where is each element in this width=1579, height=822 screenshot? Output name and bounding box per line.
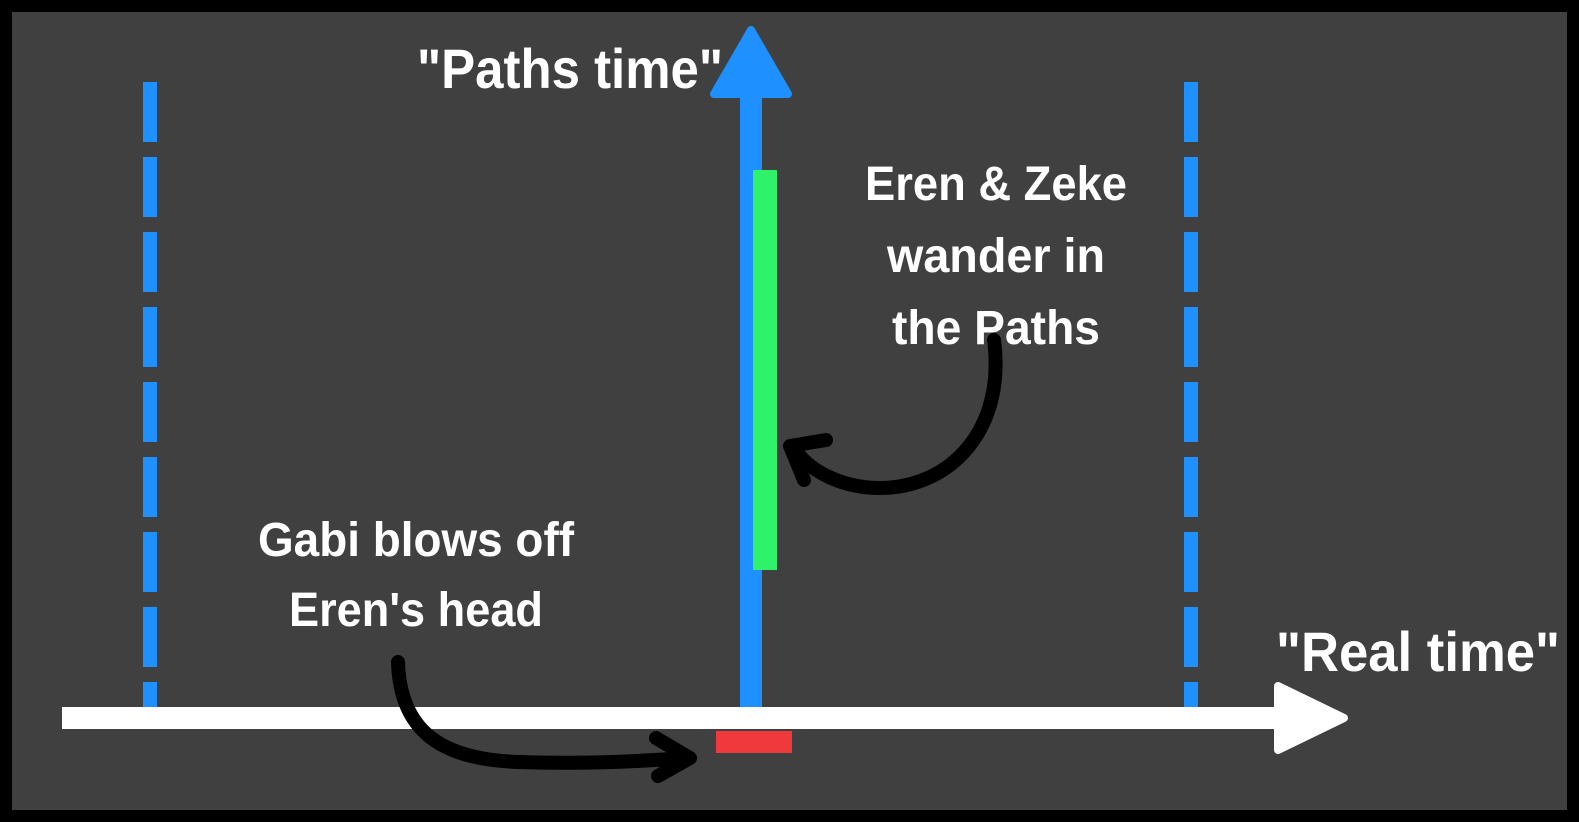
- eren-zeke-line-2: wander in: [886, 230, 1105, 283]
- panel: [12, 12, 1567, 810]
- gabi-caption: Gabi blows off Eren's head: [258, 514, 575, 637]
- paths-wander-segment: [753, 170, 777, 570]
- real-time-label: "Real time": [1276, 620, 1560, 683]
- gabi-line-2: Eren's head: [289, 584, 543, 637]
- paths-time-label: "Paths time": [417, 37, 723, 100]
- eren-zeke-line-3: the Paths: [892, 302, 1100, 355]
- eren-zeke-line-1: Eren & Zeke: [865, 158, 1127, 211]
- gabi-line-1: Gabi blows off: [258, 514, 575, 567]
- paths-time-axis: [710, 26, 792, 712]
- real-time-axis: [62, 682, 1348, 754]
- gabi-event-marker: [716, 731, 792, 753]
- real-time-arrowhead: [1274, 682, 1348, 754]
- paths-time-arrowhead: [710, 26, 792, 98]
- gabi-annotation-arrow: [391, 655, 697, 783]
- eren-zeke-caption: Eren & Zeke wander in the Paths: [865, 158, 1127, 355]
- eren-zeke-annotation-arrow: [783, 333, 1003, 496]
